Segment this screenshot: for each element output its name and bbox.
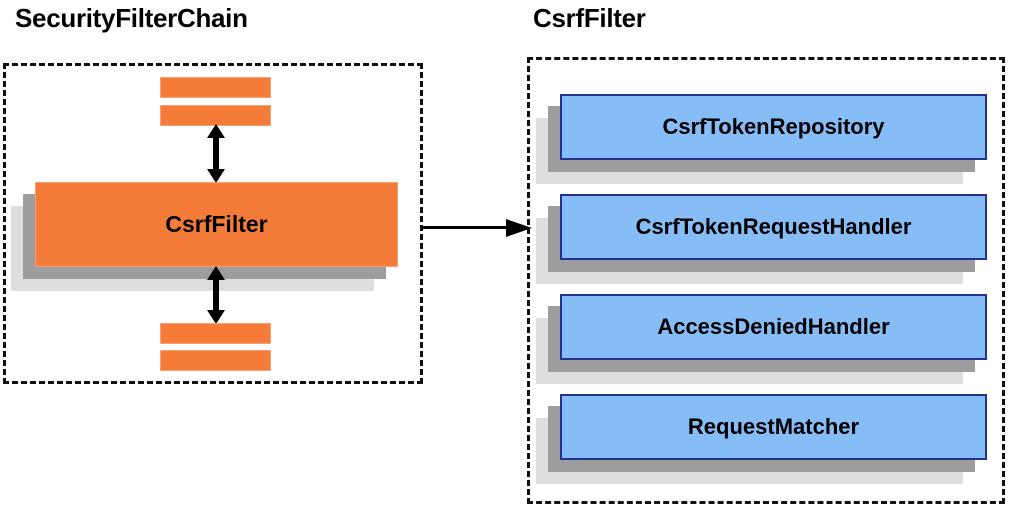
bidirectional-arrow-above [207,124,225,183]
arrow-head-down-icon [207,169,225,183]
collaborator-box-request-matcher[interactable]: RequestMatcher [536,394,987,484]
bidirectional-arrow-below [207,266,225,324]
connector-head-icon [506,219,532,237]
filter-bar-below-2 [160,350,271,371]
filter-bar-below-1 [160,323,271,344]
arrow-head-down-icon [207,310,225,324]
right-panel-title: CsrfFilter [533,3,646,33]
security-filter-chain-panel [3,63,423,384]
arrow-shaft [213,275,219,315]
filter-bar-above-2 [160,105,271,126]
arrow-head-up-icon [207,266,225,280]
arrow-shaft [213,133,219,174]
csrf-filter-label: CsrfFilter [35,182,398,267]
collaborator-box-access-denied-handler[interactable]: AccessDeniedHandler [536,294,987,384]
collaborator-label: CsrfTokenRequestHandler [560,194,987,260]
arrow-head-up-icon [207,124,225,138]
collaborator-box-csrf-token-repository[interactable]: CsrfTokenRepository [536,94,987,184]
csrf-filter-detail-panel [527,57,1005,504]
collaborator-label: CsrfTokenRepository [560,94,987,160]
collaborator-label: AccessDeniedHandler [560,294,987,360]
left-panel-title: SecurityFilterChain [15,3,248,33]
collaborator-label: RequestMatcher [560,394,987,460]
csrf-filter-box[interactable]: CsrfFilter [11,182,398,291]
connector-shaft [422,226,510,229]
collaborator-box-csrf-token-request-handler[interactable]: CsrfTokenRequestHandler [536,194,987,284]
connector-arrow-right-icon [422,219,532,237]
filter-bar-above-1 [160,77,271,98]
